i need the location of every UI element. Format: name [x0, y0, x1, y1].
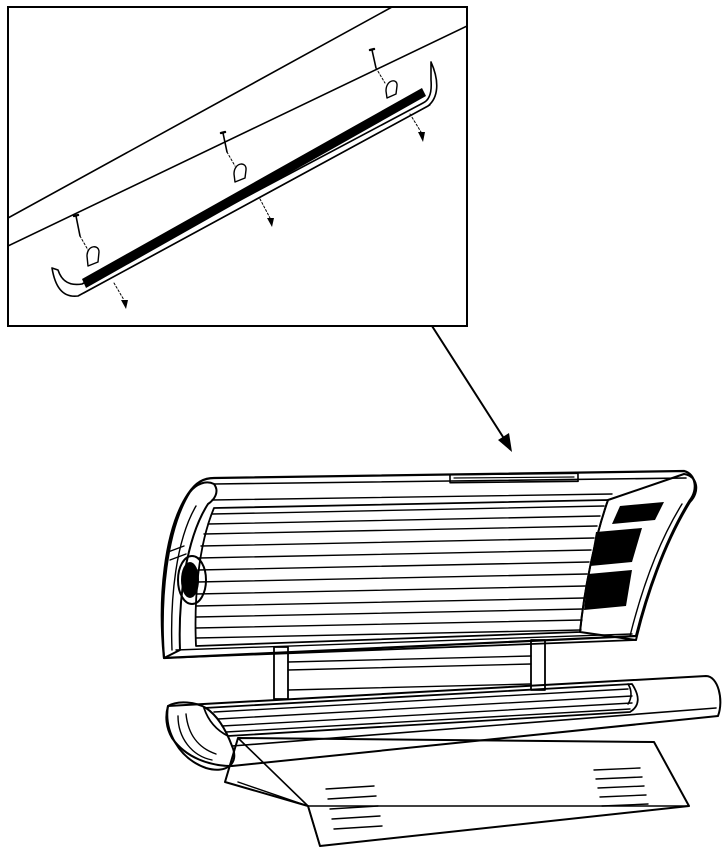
- mount-bracket: [86, 80, 398, 267]
- vent-slats-left: [325, 785, 383, 830]
- lamp-bar: [82, 88, 426, 288]
- callout-arrow: [431, 325, 512, 452]
- screw-bottom: [113, 113, 425, 309]
- panel-edge-line: [9, 25, 466, 247]
- fan-icon: [177, 555, 207, 605]
- panel-edge-line: [9, 8, 392, 219]
- tanning-bed: [160, 469, 722, 847]
- canopy-lamps: [195, 505, 605, 639]
- inset-frame: [7, 6, 468, 327]
- bench-lamps: [213, 688, 633, 733]
- strip-holder-edge: [83, 104, 431, 294]
- strip-holder: [51, 61, 438, 297]
- base-pedestal: [224, 737, 690, 847]
- detail-inset: [7, 6, 468, 327]
- bench: [165, 675, 722, 771]
- canopy: [160, 469, 698, 660]
- face-tanner-panels: [584, 502, 664, 610]
- top-vent: [449, 472, 579, 484]
- vent-slats-right: [593, 767, 649, 807]
- screw-top: [72, 47, 386, 251]
